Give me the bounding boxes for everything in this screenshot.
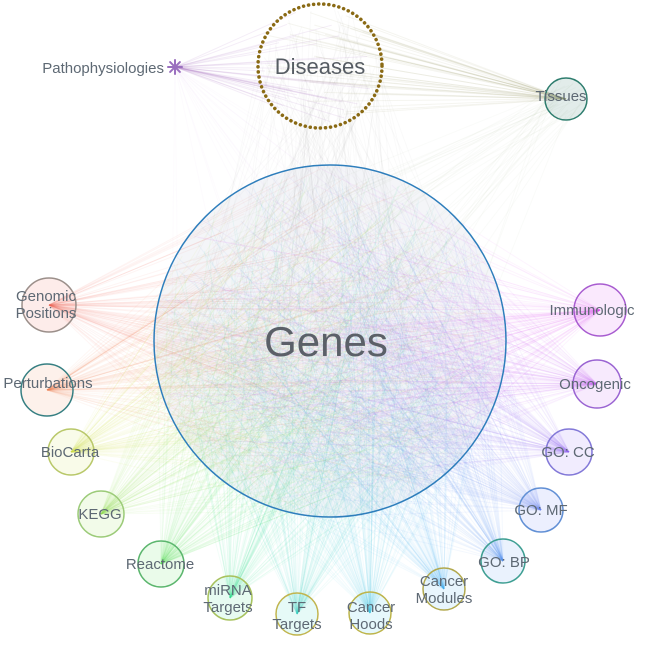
label-oncogenic: Oncogenic [559,376,631,393]
edges-mirna_targets-genes [168,177,501,599]
node-tf_targets[interactable] [275,592,319,636]
label-tissues: Tissues [535,88,586,105]
node-perturbations[interactable] [20,363,74,417]
label-go_cc: GO: CC [541,444,595,461]
node-reactome[interactable] [137,540,185,588]
edges-go_bp-genes [170,180,504,562]
node-tissues[interactable] [544,77,588,121]
node-go_mf[interactable] [518,487,564,533]
genes-fill [154,165,506,517]
node-oncogenic[interactable] [572,359,622,409]
edges-diseases-genes [167,7,492,506]
node-biocarta[interactable] [47,428,95,476]
label-pathophysiologies: Pathophysiologies [42,60,164,77]
node-cancer_modules[interactable] [422,567,466,611]
edges-tf_targets-genes [165,183,494,615]
label-go_bp: GO: BP [478,554,530,571]
edges-cancer_hoods-genes [176,175,493,614]
node-cancer_hoods[interactable] [348,591,392,635]
label-reactome: Reactome [126,556,194,573]
node-genes[interactable] [153,164,507,518]
node-go_cc[interactable] [545,428,593,476]
edges-tissues-genes [164,80,586,487]
edges-reactome-genes [156,175,481,565]
edges-genomic_positions-genes [48,168,498,508]
label-genes: Genes [264,318,388,365]
edges-perturbations-genes [46,178,498,485]
node-kegg[interactable] [77,490,125,538]
node-pathophysiologies[interactable] [167,59,183,75]
edges-go_cc-genes [169,166,570,500]
label-immunologic: Immunologic [549,302,635,319]
label-go_mf: GO: MF [514,502,567,519]
label-kegg: KEGG [78,506,121,523]
edges-tissues-diseases [268,12,567,115]
node-go_bp[interactable] [480,538,526,584]
label-perturbations: Perturbations [3,375,92,392]
label-diseases: Diseases [275,54,365,79]
node-mirna_targets[interactable] [207,575,253,621]
node-diseases[interactable] [256,2,384,130]
edges-kegg-genes [100,180,480,515]
edges-cancer_modules-genes [162,170,494,590]
node-immunologic[interactable] [573,283,627,337]
edges-go_mf-genes [156,176,542,517]
edges-biocarta-genes [70,186,502,507]
node-genomic_positions[interactable] [21,277,77,333]
label-biocarta: BioCarta [41,444,100,461]
edges-immunologic-genes [161,166,601,498]
